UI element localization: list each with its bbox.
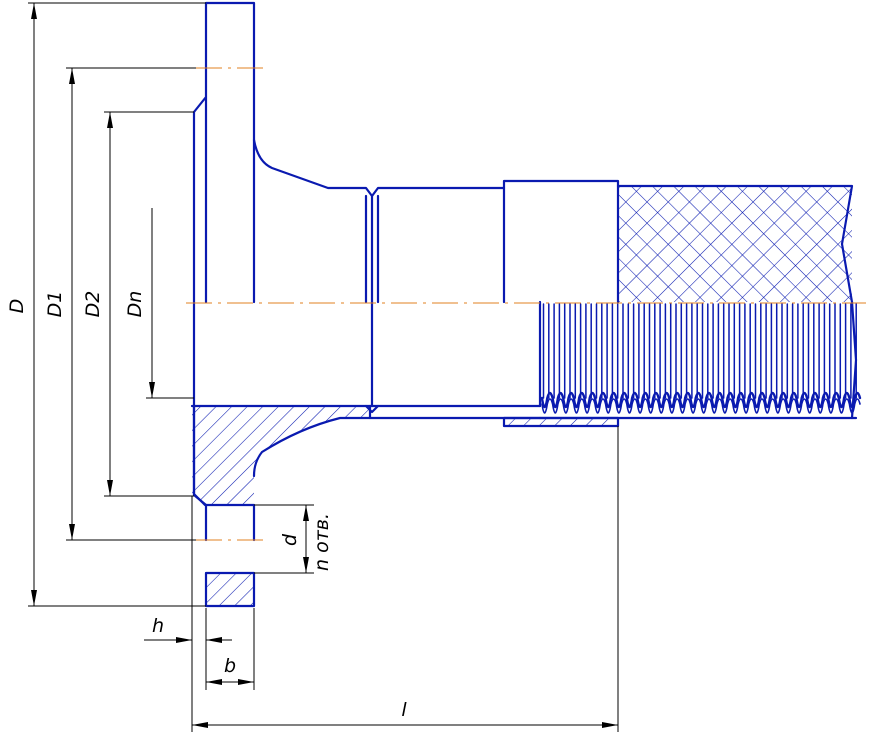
dimension-b [206, 608, 255, 690]
dimension-d [254, 504, 314, 574]
label-b: b [224, 655, 236, 677]
label-D: D [6, 299, 28, 314]
label-Dn: Dn [124, 291, 146, 318]
hose-pleat-lines [542, 303, 857, 399]
dimension-Dn [146, 208, 194, 399]
hub-section-outline [364, 404, 380, 420]
flange-lower-hatch [206, 573, 254, 606]
hose-end-break [850, 300, 858, 420]
dimension-l [191, 426, 619, 732]
hose-corrugation-wave [540, 391, 862, 409]
flange-lower-outline [204, 571, 256, 608]
ferrule-section-hatch [504, 418, 618, 426]
ferrule-upper [502, 179, 620, 304]
braid-outline [616, 184, 854, 304]
label-d: d [279, 533, 301, 546]
hub-neck-upper [252, 138, 506, 304]
label-h: h [152, 615, 164, 637]
corrugated-hose [540, 303, 862, 414]
label-D1: D1 [44, 291, 66, 318]
braid-mesh [618, 186, 852, 302]
hose-corrugation-inner [541, 398, 861, 414]
dimension-D [28, 2, 206, 607]
label-D2: D2 [82, 291, 104, 318]
label-l: l [401, 699, 407, 721]
label-n-holes: n отв. [311, 513, 333, 571]
dimension-D2 [104, 111, 194, 497]
hose-bottom-lines [538, 300, 858, 420]
dimension-D1 [66, 67, 196, 541]
flange-section-hatch [192, 406, 370, 504]
